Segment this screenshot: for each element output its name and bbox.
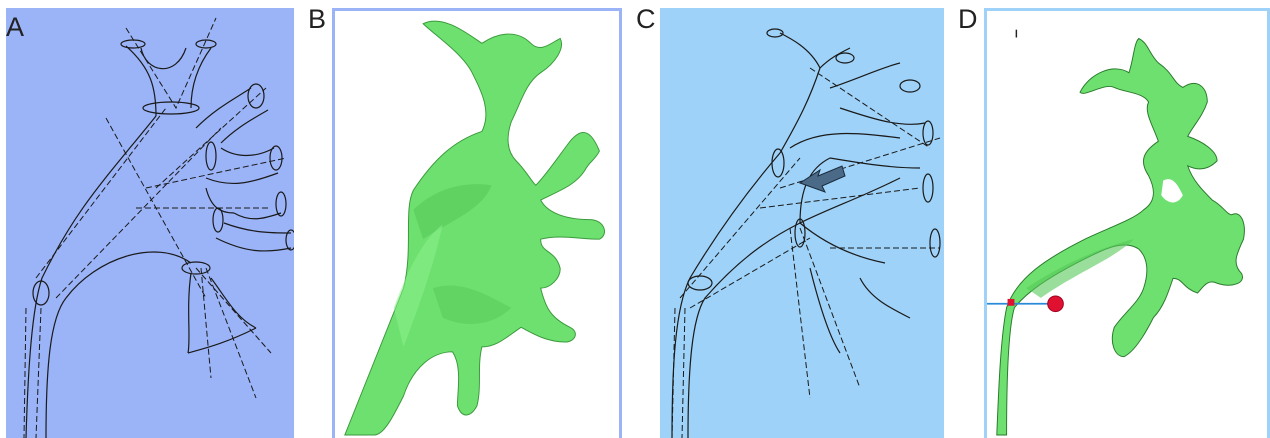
marker-dot	[1048, 296, 1064, 312]
panel-c-sketch	[660, 8, 944, 438]
arrow-icon	[800, 166, 845, 192]
panel-label-c: C	[636, 4, 656, 34]
panel-b-model	[332, 8, 622, 438]
panel-a-sketch	[6, 8, 294, 438]
marker-point	[1008, 299, 1015, 306]
panel-label-b: B	[308, 4, 326, 34]
panel-d-model	[984, 8, 1270, 438]
renal-pelvis-sketch-c	[660, 8, 944, 438]
renal-pelvis-sketch-a	[6, 8, 294, 438]
panel-label-d: D	[958, 4, 978, 34]
panel-label-a: A	[6, 12, 24, 42]
renal-collecting-system-3d-d	[987, 11, 1267, 438]
renal-collecting-system-3d-b	[335, 11, 619, 438]
